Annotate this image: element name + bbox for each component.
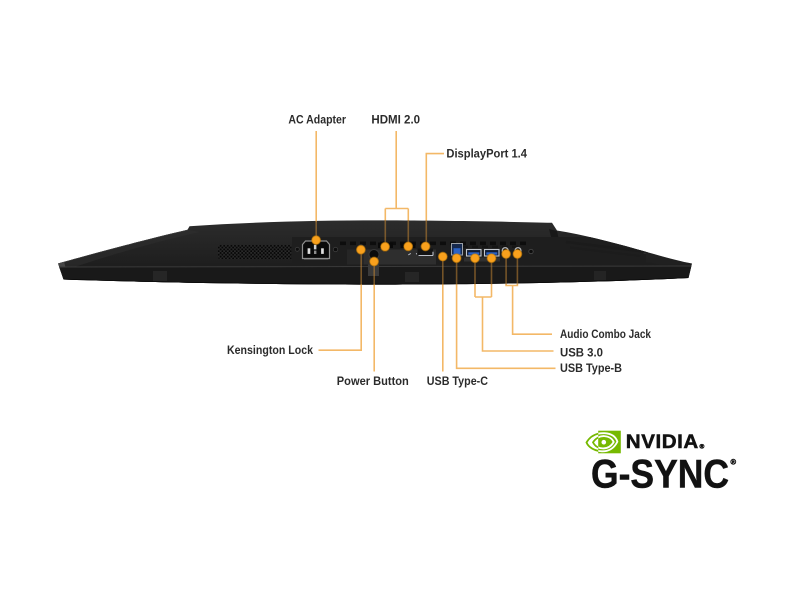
svg-text:HDMI 2.0: HDMI 2.0 xyxy=(371,112,420,126)
svg-text:Power Button: Power Button xyxy=(337,374,409,388)
svg-text:®: ® xyxy=(731,458,737,467)
svg-text:DisplayPort 1.4: DisplayPort 1.4 xyxy=(446,146,527,160)
svg-text:USB Type-C: USB Type-C xyxy=(427,374,488,388)
svg-text:USB 3.0: USB 3.0 xyxy=(560,346,603,360)
svg-text:USB Type-B: USB Type-B xyxy=(560,361,622,375)
svg-text:Kensington Lock: Kensington Lock xyxy=(227,343,313,357)
svg-text:AC Adapter: AC Adapter xyxy=(288,112,346,126)
svg-text:Audio Combo Jack: Audio Combo Jack xyxy=(560,327,651,341)
svg-text:®: ® xyxy=(700,443,705,451)
svg-text:G-SYNC: G-SYNC xyxy=(591,452,729,496)
svg-text:NVIDIA: NVIDIA xyxy=(626,432,699,453)
